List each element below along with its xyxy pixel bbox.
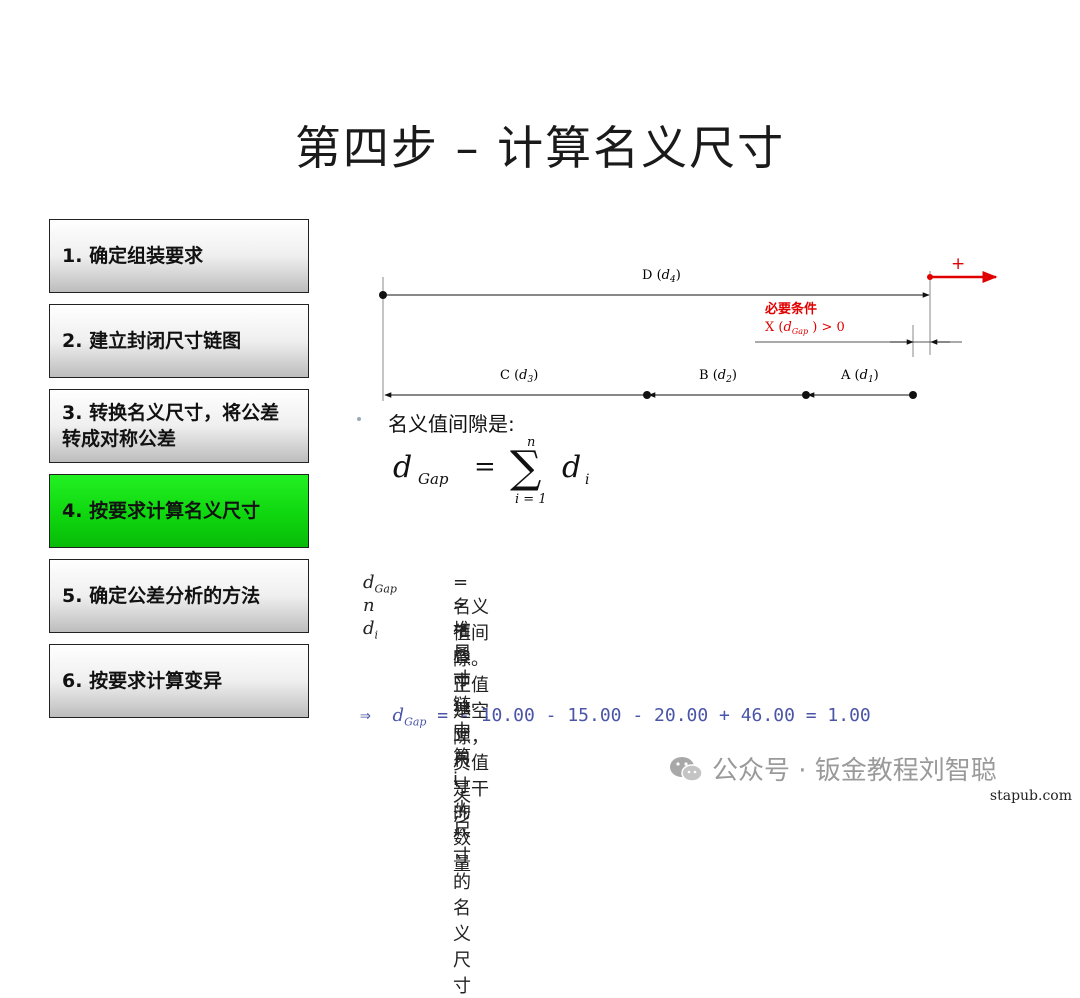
step-5-button[interactable]: 5. 确定公差分析的方法 <box>49 559 309 633</box>
formula-di: d <box>562 450 582 485</box>
node-dot <box>643 391 651 399</box>
label-b: B (d2) <box>699 368 737 385</box>
result-symbol: dGap <box>392 705 427 729</box>
result-expression: = - 10.00 - 15.00 - 20.00 + 46.00 = 1.00 <box>426 705 871 726</box>
sigma-icon: ∑ <box>510 442 542 493</box>
definition-symbol: n <box>363 595 375 616</box>
node-dot <box>379 291 387 299</box>
step-1-button[interactable]: 1. 确定组装要求 <box>49 219 309 293</box>
page-title: 第四步 – 计算名义尺寸 <box>294 121 786 175</box>
red-dot <box>927 274 933 280</box>
step-label: 建立封闭尺寸链图 <box>89 330 242 352</box>
implies-arrow-icon: ⇒ <box>360 705 371 726</box>
step-6-button[interactable]: 6. 按要求计算变异 <box>49 644 309 718</box>
node-dot <box>802 391 810 399</box>
intro-text: 名义值间隙是: <box>388 412 515 436</box>
node-dot <box>909 391 917 399</box>
formula-d: d <box>393 450 413 485</box>
step-4-button-active[interactable]: 4. 按要求计算名义尺寸 <box>49 474 309 548</box>
step-label: 按要求计算名义尺寸 <box>89 500 261 522</box>
condition-expr: X (dGap ) > 0 <box>765 320 845 336</box>
bullet-dot <box>357 417 361 421</box>
step-label: 按要求计算变异 <box>89 670 223 692</box>
label-a: A (d1) <box>840 368 879 385</box>
dimension-chain-diagram: D (d4) + 必要条件 X (dGap ) > 0 C (d3) B (d2… <box>379 254 998 401</box>
site-url: stapub.com <box>989 788 1072 804</box>
step-label: 确定公差分析的方法 <box>89 585 261 607</box>
formula-gap-sub: Gap <box>418 470 449 488</box>
step-3-button[interactable]: 3. 转换名义尺寸，将公差转成对称公差 <box>49 389 309 463</box>
formula-lower: i = 1 <box>515 492 547 507</box>
step-label: 转换名义尺寸，将公差转成对称公差 <box>62 402 280 450</box>
definition-symbol: di <box>363 618 379 642</box>
formula-equals: = <box>474 452 496 482</box>
watermark-text: 公众号 · 钣金教程刘智聪 <box>712 756 997 786</box>
label-c: C (d3) <box>500 368 538 385</box>
step-number: 4. <box>62 500 83 522</box>
formula-i-sub: i <box>585 472 590 488</box>
condition-title: 必要条件 <box>764 301 817 317</box>
step-number: 5. <box>62 585 83 607</box>
step-label: 确定组装要求 <box>89 245 204 267</box>
step-2-button[interactable]: 2. 建立封闭尺寸链图 <box>49 304 309 378</box>
label-d: D (d4) <box>642 268 681 285</box>
formula-upper: n <box>527 435 536 450</box>
definition-symbol: dGap <box>363 572 397 596</box>
result-calculation: ⇒ dGap = - 10.00 - 15.00 - 20.00 + 46.00… <box>360 705 871 729</box>
step-number: 6. <box>62 670 83 692</box>
definition-text: = 尺寸链中第i个尺寸的名义尺寸 <box>453 618 471 997</box>
plus-sign: + <box>951 254 965 274</box>
step-number: 2. <box>62 330 83 352</box>
step-number: 3. <box>62 402 83 424</box>
step-number: 1. <box>62 245 83 267</box>
wechat-icon <box>670 756 703 782</box>
watermark: 公众号 · 钣金教程刘智聪 <box>668 750 997 787</box>
